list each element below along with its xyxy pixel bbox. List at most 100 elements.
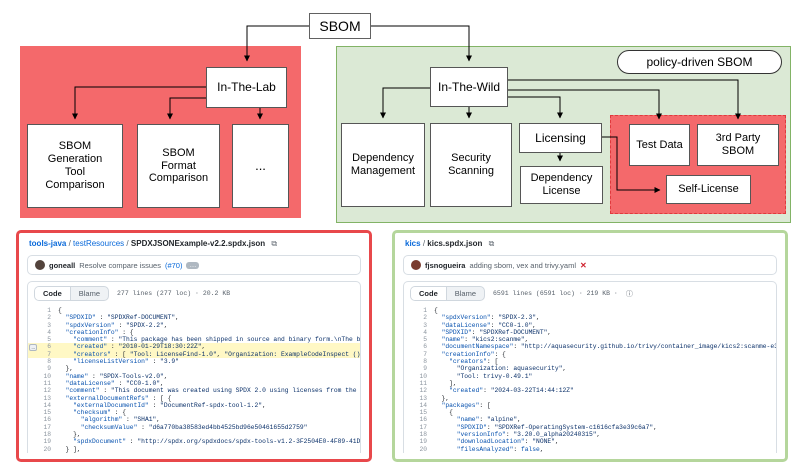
- box-self-license: Self-License: [666, 175, 751, 204]
- code-token: [58, 409, 73, 416]
- line-number[interactable]: 15: [419, 409, 427, 417]
- line-number[interactable]: 16: [43, 416, 51, 424]
- code-token: ,: [554, 438, 559, 446]
- line-number[interactable]: 11: [419, 379, 427, 387]
- line-number[interactable]: 2: [423, 314, 427, 322]
- code-line: 15 "checksum" : {: [28, 409, 360, 416]
- line-number[interactable]: 6: [47, 343, 51, 351]
- box-dependency-management: Dependency Management: [341, 123, 425, 207]
- line-number[interactable]: 10: [419, 372, 427, 380]
- commit-author[interactable]: fjsnogueira: [425, 260, 466, 270]
- line-number[interactable]: 12: [43, 387, 51, 395]
- line-number[interactable]: 5: [47, 336, 51, 344]
- line-number[interactable]: 13: [419, 394, 427, 402]
- box-test-data: Test Data: [629, 124, 690, 166]
- code-line: 10 "Tool: trivy-0.49.1": [404, 373, 776, 380]
- line-number[interactable]: 7: [47, 350, 51, 358]
- line-number[interactable]: 19: [43, 438, 51, 446]
- code-token: },: [58, 431, 81, 439]
- code-token: "spdxDocument": [73, 438, 127, 446]
- line-number[interactable]: 5: [423, 336, 427, 344]
- code-token: [58, 314, 66, 321]
- code-token: } ],: [58, 445, 81, 453]
- code-token: ,: [547, 328, 552, 336]
- line-number[interactable]: 16: [419, 416, 427, 424]
- tab-code[interactable]: Code: [411, 287, 447, 300]
- line-number[interactable]: 13: [43, 394, 51, 402]
- code-token: "CC0-1.0": [498, 321, 533, 329]
- code-token: :: [486, 423, 495, 431]
- breadcrumb-repo-link[interactable]: kics: [405, 239, 421, 248]
- line-number[interactable]: 7: [423, 350, 427, 358]
- code-token: [434, 373, 457, 380]
- code-token: [58, 402, 73, 409]
- code-token: "comment": [65, 387, 100, 395]
- avatar[interactable]: [35, 260, 45, 270]
- line-number[interactable]: 2: [47, 314, 51, 322]
- breadcrumb-repo-link[interactable]: tools-java: [29, 239, 67, 248]
- commit-message[interactable]: adding sbom, vex and trivy.yaml: [469, 260, 577, 270]
- commit-author[interactable]: goneall: [49, 260, 76, 270]
- line-number[interactable]: 14: [419, 401, 427, 409]
- code-token: :: [126, 438, 138, 446]
- line-number[interactable]: 20: [43, 445, 51, 453]
- code-token: "Organization: aquasecurity": [456, 365, 563, 373]
- info-icon[interactable]: ⓘ: [625, 290, 633, 298]
- line-number[interactable]: 1: [423, 307, 427, 314]
- line-number[interactable]: 3: [47, 321, 51, 329]
- line-number[interactable]: 19: [419, 438, 427, 446]
- code-token: ,: [596, 431, 601, 439]
- commit-pr-link[interactable]: (#70): [164, 260, 183, 270]
- code-token: "dataLicense": [65, 379, 115, 387]
- code-token: [434, 431, 457, 438]
- line-number[interactable]: 11: [43, 379, 51, 387]
- code-token: ,: [160, 379, 164, 387]
- code-token: "SPDXRef-OperatingSystem-c1616cfa3e39c6a…: [494, 423, 654, 431]
- line-number[interactable]: 6: [423, 343, 427, 351]
- breadcrumb-filename: SPDXJSONExample-v2.2.spdx.json: [130, 239, 266, 248]
- copy-path-icon[interactable]: ⧉: [488, 239, 495, 248]
- avatar[interactable]: [411, 260, 421, 270]
- code-token: :: [107, 336, 119, 344]
- box-licensing: Licensing: [519, 123, 602, 153]
- line-number[interactable]: 15: [43, 409, 51, 417]
- box-sbom-generation-tool-comparison: SBOM Generation Tool Comparison: [27, 124, 123, 208]
- commit-message[interactable]: Resolve compare issues: [79, 260, 161, 270]
- line-number[interactable]: 18: [419, 431, 427, 439]
- code-token: [434, 446, 457, 453]
- code-line: …6 "created" : "2010-01-29T18:30:22Z",: [28, 343, 360, 352]
- line-number[interactable]: 18: [43, 431, 51, 439]
- line-number[interactable]: 14: [43, 401, 51, 409]
- tab-blame[interactable]: Blame: [454, 289, 477, 298]
- code-token: :: [490, 314, 499, 322]
- code-token: :: [513, 343, 521, 351]
- commit-message-ellipsis-button[interactable]: …: [186, 261, 200, 269]
- line-number[interactable]: 8: [47, 358, 51, 366]
- copy-path-icon[interactable]: ⧉: [271, 239, 278, 248]
- line-number[interactable]: 17: [419, 423, 427, 431]
- line-number[interactable]: 1: [47, 307, 51, 314]
- breadcrumb-separator: /: [126, 239, 129, 248]
- line-number[interactable]: 12: [419, 387, 427, 395]
- line-number[interactable]: 3: [423, 321, 427, 329]
- line-number[interactable]: 10: [43, 372, 51, 380]
- code-token: "SPDX-Tools-v2.0": [99, 372, 164, 380]
- breadcrumb-separator: /: [422, 239, 426, 248]
- line-number[interactable]: 20: [419, 445, 427, 453]
- code-line: 4 "creationInfo" : {: [28, 329, 360, 336]
- code-line: 20 } ],: [28, 446, 360, 453]
- breadcrumb-dir-link[interactable]: testResources: [73, 239, 125, 248]
- tab-blame[interactable]: Blame: [78, 289, 101, 298]
- commit-status-failed-icon[interactable]: ✕: [580, 260, 587, 270]
- code-token: ,: [532, 321, 537, 329]
- code-token: : [ {: [148, 394, 172, 402]
- line-number[interactable]: 9: [423, 365, 427, 373]
- tab-code[interactable]: Code: [35, 287, 71, 300]
- line-number[interactable]: 17: [43, 423, 51, 431]
- code-token: "SPDX-2.3": [498, 314, 537, 322]
- line-number[interactable]: 4: [423, 328, 427, 336]
- line-number[interactable]: 8: [423, 358, 427, 366]
- line-number[interactable]: 4: [47, 328, 51, 336]
- line-number[interactable]: 9: [47, 365, 51, 373]
- code-token: :: [148, 401, 161, 409]
